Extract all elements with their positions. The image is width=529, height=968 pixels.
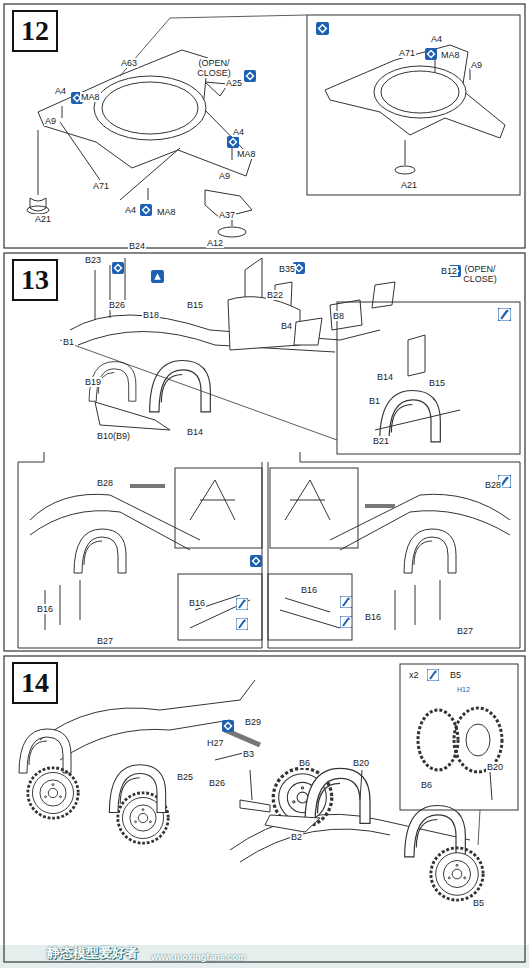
part-label: B1 (368, 396, 381, 406)
part-label: A21 (400, 180, 418, 190)
part-label: B14 (376, 372, 394, 382)
part-label: B14 (186, 427, 204, 437)
part-label: B24 (128, 241, 146, 251)
part-label: H12 (456, 685, 471, 695)
part-label: B21 (372, 436, 390, 446)
part-label: MA8 (440, 50, 461, 60)
part-label: MA8 (236, 149, 257, 159)
part-label: A71 (92, 181, 110, 191)
step-number-box: 12 (12, 10, 58, 52)
part-label: B6 (298, 758, 311, 768)
part-label: B8 (332, 311, 345, 321)
part-label: H27 (206, 738, 225, 748)
part-label: A12 (206, 238, 224, 248)
part-label: B5 (449, 670, 462, 680)
part-label: B16 (364, 612, 382, 622)
part-label: A9 (470, 60, 483, 70)
part-label: B28 (484, 480, 502, 490)
step-number-box: 14 (12, 662, 58, 704)
part-label: B35 (278, 264, 296, 274)
step-number: 13 (21, 264, 49, 296)
part-label: A71 (398, 48, 416, 58)
part-label: B26 (108, 300, 126, 310)
part-label: A9 (44, 116, 57, 126)
part-label: B4 (280, 321, 293, 331)
part-label: B25 (176, 772, 194, 782)
part-label: A4 (430, 34, 443, 44)
part-label: A21 (34, 214, 52, 224)
part-label: B6 (420, 780, 433, 790)
part-label: B26 (208, 778, 226, 788)
watermark: 静态模型爱好者 (46, 948, 139, 958)
part-label: MA8 (156, 207, 177, 217)
part-label: B18 (142, 310, 160, 320)
part-label: B3 (242, 749, 255, 759)
part-label: B27 (96, 636, 114, 646)
part-label: B15 (186, 300, 204, 310)
part-label: B15 (428, 378, 446, 388)
part-label: B1 (62, 337, 75, 347)
part-label: A63 (120, 58, 138, 68)
part-label: B10(B9) (96, 431, 131, 441)
part-label: A4 (54, 86, 67, 96)
part-label: B5 (472, 898, 485, 908)
step-number-box: 13 (12, 259, 58, 301)
part-label: MA8 (80, 92, 101, 102)
part-label: A4 (232, 127, 245, 137)
part-label: A37 (218, 210, 236, 220)
part-label: B22 (266, 290, 284, 300)
part-label: B16 (300, 585, 318, 595)
part-label: B28 (96, 478, 114, 488)
part-label: B20 (486, 762, 504, 772)
part-label: B16 (188, 598, 206, 608)
part-label: B19 (84, 377, 102, 387)
part-label: B29 (244, 717, 262, 727)
part-label: B2 (290, 832, 303, 842)
part-label: A25 (225, 78, 243, 88)
part-label: (OPEN/ CLOSE) (196, 58, 232, 78)
step-number: 14 (21, 667, 49, 699)
part-label: B16 (36, 604, 54, 614)
part-label: x2 (408, 670, 420, 680)
part-label: B27 (456, 626, 474, 636)
part-label: B12 (440, 266, 458, 276)
part-label: A9 (218, 171, 231, 181)
watermark: www.moxingfans.com (150, 952, 247, 962)
part-label: (OPEN/ CLOSE) (462, 264, 498, 284)
step-number: 12 (21, 15, 49, 47)
part-label: B23 (84, 255, 102, 265)
part-label: A4 (124, 205, 137, 215)
part-label: B20 (352, 758, 370, 768)
